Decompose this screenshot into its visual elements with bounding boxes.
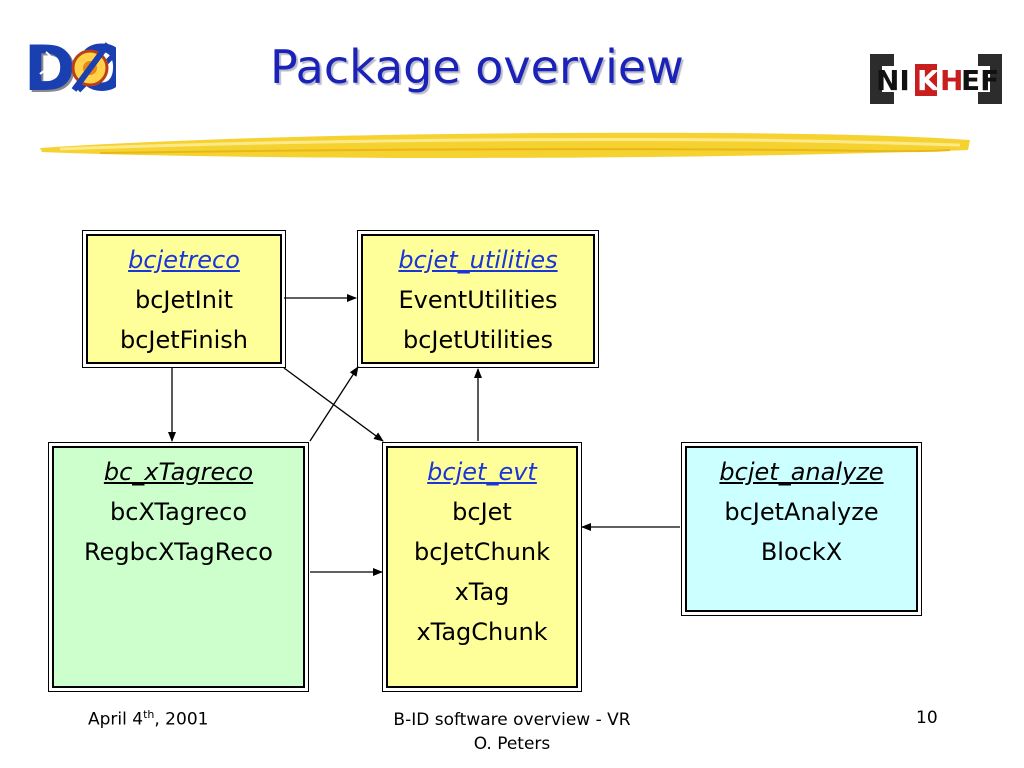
package-item: bcXTagreco [109,498,248,526]
package-item: bcJetChunk [414,538,550,566]
footer-date: April 4th, 2001 [88,708,208,730]
package-item: bcJet [452,498,512,526]
package-item: bcJetInit [134,286,234,314]
package-box-bcjet-utilities: bcjet_utilities EventUtilities bcJetUtil… [357,230,599,368]
package-link-bcjet-evt[interactable]: bcjet_evt [427,458,537,486]
nikhef-logo-ef: EF [961,64,999,97]
d0-logo: D DØ [24,32,116,102]
footer-date-sup: th [143,708,155,721]
nikhef-logo-right-bracket [978,54,1002,104]
nikhef-logo-h: H [940,64,963,97]
nikhef-logo: NI K H EF [870,54,1002,104]
footer-presentation-title: B-ID software overview - VR [393,710,631,730]
package-item: bcJetFinish [119,326,248,354]
package-link-bcjetreco[interactable]: bcjetreco [128,246,240,274]
package-box-bcjetreco: bcjetreco bcJetInit bcJetFinish [82,230,286,368]
divider-brush-shade [99,148,951,154]
d0-logo-slash [71,42,111,92]
package-item: RegbcXTagReco [84,538,273,566]
package-label-bc-xtagreco: bc_xTagreco [103,458,254,486]
package-label-bcjet-analyze: bcjet_analyze [719,458,884,486]
arrow-xtagreco-to-utilities [309,366,359,442]
d0-logo-detail [39,51,56,75]
package-box-bcjet-analyze: bcjet_analyze bcJetAnalyze BlockX [681,442,922,616]
footer-author: O. Peters [473,734,551,754]
package-item: bcJetUtilities [402,326,553,354]
footer-date-year: , 2001 [154,709,209,730]
package-item: bcJetAnalyze [724,498,879,526]
package-item: BlockX [760,538,843,566]
package-item: EventUtilities [398,286,558,314]
footer-date-main: April 4 [88,709,144,730]
package-box-bcjet-evt: bcjet_evt bcJet bcJetChunk xTag xTagChun… [382,442,582,692]
package-item: xTagChunk [416,618,548,646]
footer-page-number: 10 [916,708,938,728]
title-divider [40,132,970,158]
nikhef-logo-left-bracket [870,54,894,104]
package-box-bc-xtagreco: bc_xTagreco bcXTagreco RegbcXTagReco [48,442,309,692]
footer-center: B-ID software overview - VR O. Peters [362,708,662,756]
package-link-bcjet-utilities[interactable]: bcjet_utilities [398,246,558,274]
nikhef-logo-k: K [917,64,940,97]
divider-brush-highlight [59,137,961,151]
nikhef-logo-ni: NI [876,64,910,97]
arrow-bcjetreco-to-evt [283,367,384,442]
d0-logo-shadow: D [26,34,77,102]
slide-title: Package overview [270,40,684,94]
nikhef-logo-k-bg [915,64,937,96]
package-item: xTag [454,578,510,606]
